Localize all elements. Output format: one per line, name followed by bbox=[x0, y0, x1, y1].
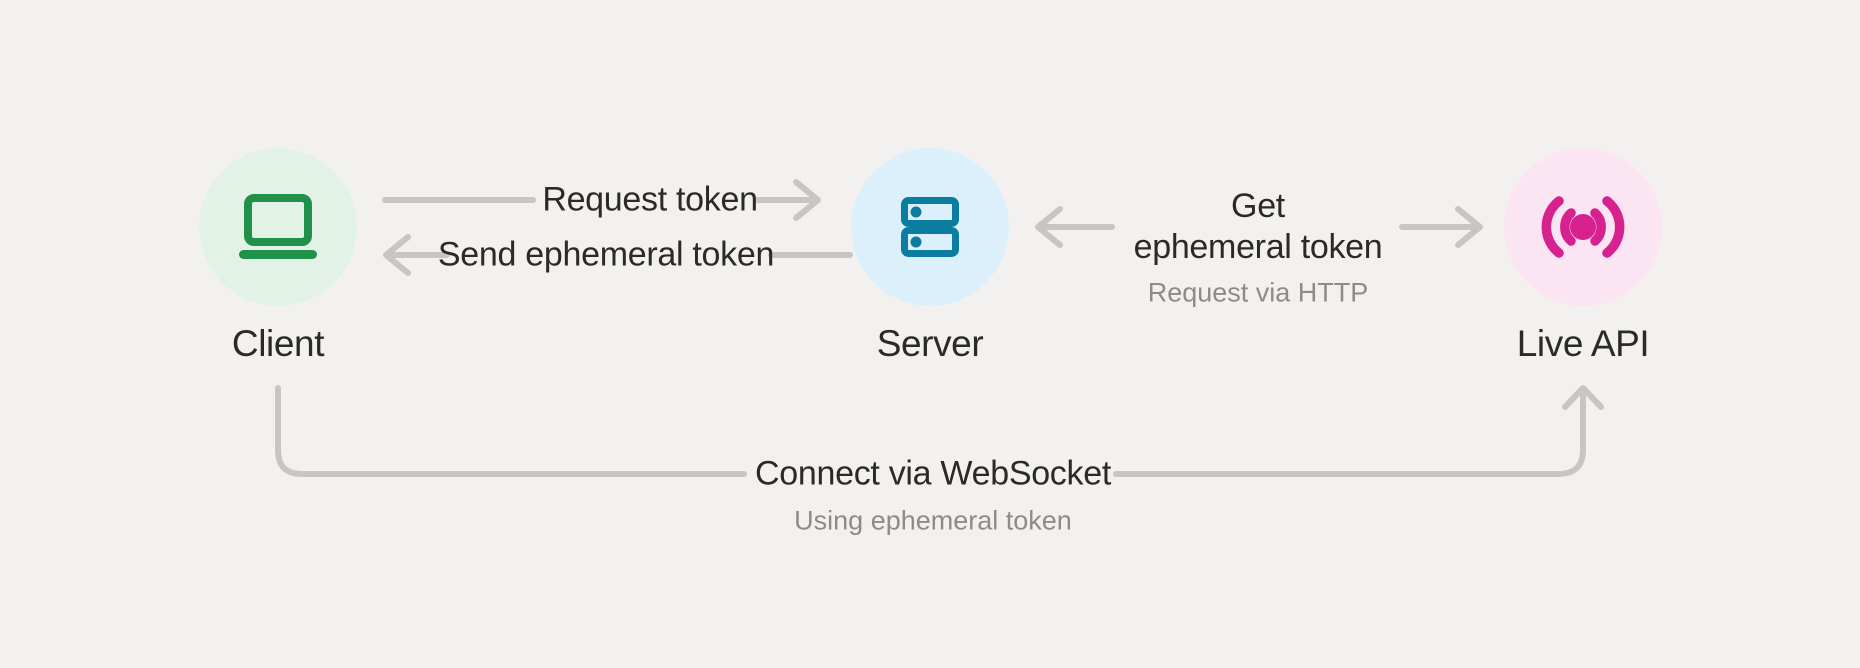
get-token-arrow-left bbox=[1035, 206, 1115, 248]
websocket-path-left bbox=[275, 385, 747, 477]
client-label: Client bbox=[231, 323, 325, 364]
server-circle bbox=[851, 148, 1009, 306]
using-ephemeral-token-sublabel: Using ephemeral token bbox=[794, 505, 1072, 536]
live-api-label: Live API bbox=[1516, 323, 1650, 364]
request-token-arrow bbox=[754, 179, 821, 221]
request-via-http-sublabel: Request via HTTP bbox=[1147, 277, 1369, 308]
websocket-path-right bbox=[1113, 387, 1586, 477]
get-ephemeral-token-label-line2: ephemeral token bbox=[1133, 228, 1383, 266]
connect-websocket-label: Connect via WebSocket bbox=[755, 454, 1111, 493]
node-live-api: Live API bbox=[1504, 148, 1662, 365]
get-ephemeral-token-label: Get ephemeral token bbox=[1134, 186, 1383, 268]
websocket-arrowhead bbox=[1562, 385, 1604, 410]
live-broadcast-icon bbox=[1541, 196, 1625, 258]
get-token-arrow-right bbox=[1399, 206, 1483, 248]
node-server: Server bbox=[851, 148, 1009, 365]
send-ephemeral-token-arrow bbox=[383, 234, 450, 276]
node-client: Client bbox=[199, 148, 357, 365]
laptop-icon bbox=[239, 194, 317, 259]
client-circle bbox=[199, 148, 357, 306]
live-api-circle bbox=[1504, 148, 1662, 306]
get-ephemeral-token-label-line1: Get bbox=[1231, 187, 1285, 225]
server-label: Server bbox=[876, 323, 984, 364]
send-ephemeral-token-label: Send ephemeral token bbox=[437, 235, 775, 274]
request-token-label: Request token bbox=[542, 180, 758, 219]
server-rack-icon bbox=[901, 197, 959, 257]
